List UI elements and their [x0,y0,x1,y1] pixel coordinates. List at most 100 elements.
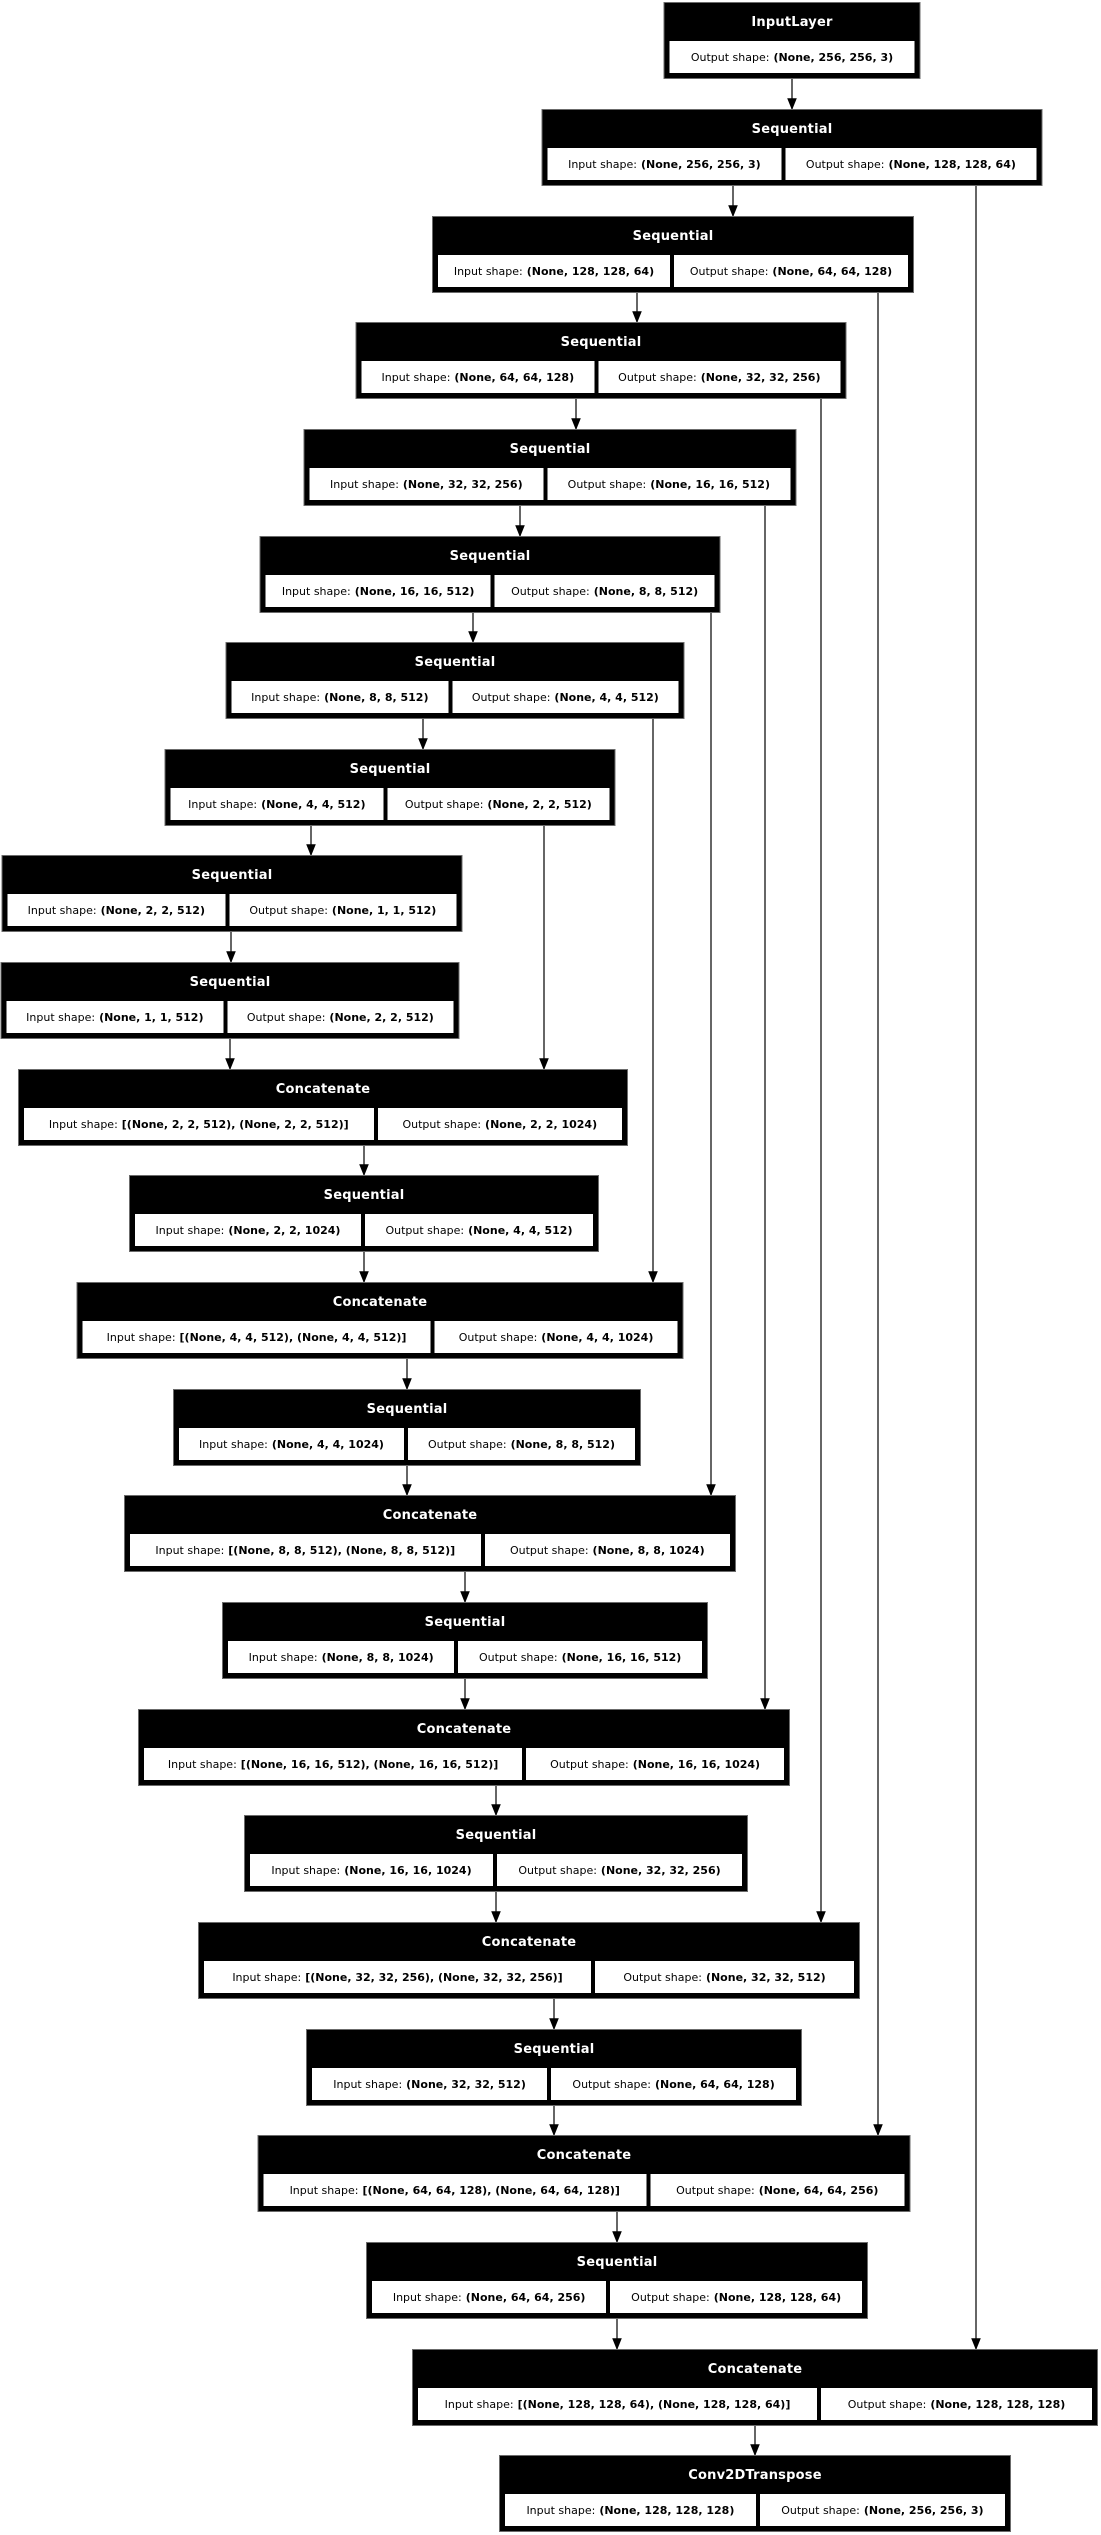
shape-value: (None, 8, 8, 1024) [592,1543,705,1557]
graph-node-sequential-5: Sequential Input shape: (None, 16, 16, 5… [259,536,721,613]
shape-prefix-label: Input shape: [155,1543,225,1557]
shape-cell: Output shape: (None, 16, 16, 512) [457,1640,703,1674]
shape-cells: Input shape: (None, 128, 128, 64) Output… [437,254,909,288]
shape-cells: Input shape: (None, 64, 64, 128) Output … [360,360,842,394]
shape-prefix-label: Output shape: [623,1970,702,1984]
shape-prefix-label: Output shape: [618,370,697,384]
shape-cell: Input shape: (None, 16, 16, 512) [264,574,492,608]
shape-cell: Input shape: (None, 4, 4, 1024) [178,1427,405,1461]
shape-value: (None, 1, 1, 512) [331,903,437,917]
shape-cell: Input shape: [(None, 16, 16, 512), (None… [143,1747,524,1781]
shape-cell: Input shape: (None, 1, 1, 512) [5,1000,225,1034]
shape-cells: Input shape: [(None, 16, 16, 512), (None… [143,1747,785,1781]
shape-prefix-label: Input shape: [106,1330,176,1344]
graph-node-concatenate-18: Concatenate Input shape: [(None, 32, 32,… [198,1922,860,1999]
shape-value: (None, 2, 2, 512) [487,797,592,811]
shape-prefix-label: Input shape: [248,1650,318,1664]
shape-prefix-label: Input shape: [188,797,258,811]
shape-value: (None, 16, 16, 512) [561,1650,682,1664]
shape-prefix-label: Input shape: [330,477,399,491]
layer-type-label: Sequential [632,228,714,244]
graph-node-conv2dtranspose-23: Conv2DTranspose Input shape: (None, 128,… [499,2455,1011,2532]
shape-value: (None, 1, 1, 512) [99,1010,204,1024]
layer-type-label: Sequential [189,974,271,990]
graph-node-sequential-9: Sequential Input shape: (None, 1, 1, 512… [0,962,460,1039]
shape-prefix-label: Output shape: [402,1117,482,1131]
shape-cells: Input shape: (None, 8, 8, 512) Output sh… [230,680,680,714]
shape-value: (None, 64, 64, 128) [772,264,893,278]
shape-cells: Input shape: (None, 16, 16, 512) Output … [264,574,716,608]
shape-cell: Output shape: (None, 64, 64, 256) [649,2173,906,2207]
shape-value: (None, 16, 16, 512) [650,477,770,491]
shape-cells: Input shape: (None, 64, 64, 256) Output … [371,2280,863,2314]
shape-prefix-label: Output shape: [471,690,551,704]
shape-cell: Input shape: (None, 128, 128, 64) [437,254,671,288]
shape-cells: Input shape: (None, 32, 32, 256) Output … [308,467,792,501]
layer-type-label: Concatenate [416,1721,512,1737]
graph-node-concatenate-20: Concatenate Input shape: [(None, 64, 64,… [257,2135,911,2212]
graph-node-concatenate-10: Concatenate Input shape: [(None, 2, 2, 5… [18,1069,628,1146]
shape-value: (None, 8, 8, 512) [593,584,699,598]
layer-type-label: Sequential [191,867,273,883]
layer-type-label: Concatenate [707,2361,803,2377]
shape-prefix-label: Input shape: [526,2503,596,2517]
shape-value: (None, 64, 64, 256) [465,2290,586,2304]
shape-cell: Input shape: [(None, 128, 128, 64), (Non… [417,2387,819,2421]
shape-cell: Output shape: (None, 4, 4, 1024) [433,1320,679,1354]
graph-node-sequential-17: Sequential Input shape: (None, 16, 16, 1… [244,1815,748,1892]
graph-node-concatenate-14: Concatenate Input shape: [(None, 8, 8, 5… [124,1495,736,1572]
shape-cell: Output shape: (None, 128, 128, 64) [609,2280,863,2314]
shape-value: (None, 8, 8, 1024) [321,1650,434,1664]
shape-value: (None, 256, 256, 3) [863,2503,984,2517]
shape-cells: Input shape: [(None, 8, 8, 512), (None, … [129,1533,731,1567]
shape-prefix-label: Input shape: [381,370,451,384]
layer-type-label: Concatenate [275,1081,371,1097]
shape-cell: Input shape: [(None, 8, 8, 512), (None, … [129,1533,482,1567]
shape-cell: Output shape: (None, 2, 2, 512) [386,787,611,821]
layer-type-label: Sequential [576,2254,658,2270]
shape-prefix-label: Output shape: [458,1330,538,1344]
shape-cells: Input shape: (None, 32, 32, 512) Output … [311,2067,797,2101]
shape-cell: Input shape: [(None, 2, 2, 512), (None, … [23,1107,375,1141]
shape-value: (None, 64, 64, 128) [454,370,575,384]
shape-prefix-label: Input shape: [453,264,523,278]
shape-value: (None, 8, 8, 512) [324,690,429,704]
graph-node-sequential-7: Sequential Input shape: (None, 4, 4, 512… [164,749,616,826]
shape-prefix-label: Input shape: [251,690,321,704]
graph-node-sequential-21: Sequential Input shape: (None, 64, 64, 2… [366,2242,868,2319]
shape-value: (None, 256, 256, 3) [640,157,761,171]
shape-prefix-label: Output shape: [509,1543,589,1557]
shape-cell: Input shape: (None, 64, 64, 256) [371,2280,608,2314]
graph-node-sequential-19: Sequential Input shape: (None, 32, 32, 5… [306,2029,802,2106]
shape-value: (None, 64, 64, 128) [655,2077,775,2091]
layer-type-label: Sequential [513,2041,595,2057]
shape-value: (None, 16, 16, 1024) [632,1757,761,1771]
shape-value: [(None, 128, 128, 64), (None, 128, 128, … [517,2397,791,2411]
shape-prefix-label: Output shape: [567,477,647,491]
layer-type-label: Concatenate [332,1294,428,1310]
graph-node-sequential-4: Sequential Input shape: (None, 32, 32, 2… [303,429,797,506]
shape-prefix-label: Output shape: [511,584,590,598]
shape-value: (None, 2, 2, 512) [100,903,205,917]
shape-prefix-label: Output shape: [518,1863,597,1877]
graph-node-sequential-3: Sequential Input shape: (None, 64, 64, 1… [355,322,847,399]
layer-type-label: Sequential [449,548,531,564]
shape-cells: Output shape: (None, 256, 256, 3) [668,40,916,74]
shape-cell: Input shape: (None, 32, 32, 512) [311,2067,549,2101]
shape-cell: Input shape: [(None, 32, 32, 256), (None… [203,1960,593,1994]
shape-cell: Output shape: (None, 32, 32, 256) [597,360,842,394]
shape-cell: Input shape: (None, 8, 8, 512) [230,680,450,714]
layer-type-label: Conv2DTranspose [688,2467,822,2483]
shape-cell: Output shape: (None, 128, 128, 64) [784,147,1038,181]
shape-prefix-label: Input shape: [568,157,637,171]
shape-value: (None, 2, 2, 1024) [485,1117,598,1131]
shape-cell: Output shape: (None, 16, 16, 1024) [525,1747,785,1781]
shape-cell: Output shape: (None, 2, 2, 512) [226,1000,455,1034]
shape-value: (None, 16, 16, 512) [354,584,475,598]
layer-type-label: Sequential [455,1827,537,1843]
shape-value: (None, 4, 4, 512) [261,797,366,811]
shape-cell: Output shape: (None, 1, 1, 512) [228,893,458,927]
graph-node-sequential-8: Sequential Input shape: (None, 2, 2, 512… [1,855,463,932]
shape-prefix-label: Input shape: [281,584,351,598]
shape-value: (None, 4, 4, 1024) [541,1330,654,1344]
